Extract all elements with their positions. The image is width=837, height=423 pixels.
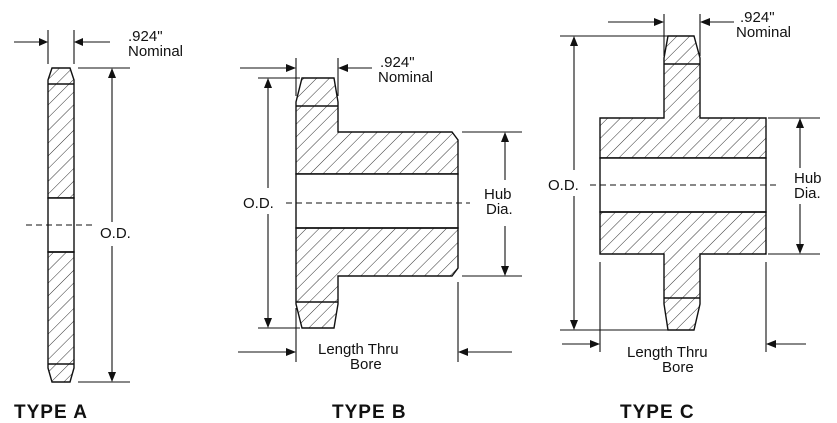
type-c-od-label: O.D. bbox=[548, 177, 579, 194]
type-c-upper-section bbox=[599, 35, 767, 159]
type-b-drawing bbox=[238, 58, 522, 362]
type-a-title: TYPE A bbox=[14, 402, 88, 423]
type-b-hub-label-1: Hub bbox=[484, 186, 512, 203]
type-c-hub-label-2: Dia. bbox=[794, 185, 821, 202]
type-b-hub-label-2: Dia. bbox=[486, 201, 513, 218]
type-b-upper-section bbox=[295, 77, 459, 175]
type-c-lower-section bbox=[599, 211, 767, 331]
type-a-thickness-value: .924" bbox=[128, 28, 163, 45]
type-b-length-label-1: Length Thru bbox=[318, 341, 399, 358]
type-b-bore bbox=[295, 173, 459, 229]
type-b-title: TYPE B bbox=[332, 402, 407, 423]
type-c-drawing bbox=[560, 14, 820, 352]
type-c-thickness-value: .924" bbox=[740, 9, 775, 26]
type-c-title: TYPE C bbox=[620, 402, 695, 423]
type-a-drawing bbox=[14, 30, 130, 383]
type-b-od-label: O.D. bbox=[243, 195, 274, 212]
type-b-lower-section bbox=[295, 227, 459, 329]
type-b-thickness-value: .924" bbox=[380, 54, 415, 71]
type-c-hub-label-1: Hub bbox=[794, 170, 822, 187]
type-a-thickness-note: Nominal bbox=[128, 43, 183, 60]
type-c-length-label-1: Length Thru bbox=[627, 344, 708, 361]
type-b-length-label-2: Bore bbox=[350, 356, 382, 373]
type-b-thickness-note: Nominal bbox=[378, 69, 433, 86]
type-c-length-label-2: Bore bbox=[662, 359, 694, 376]
type-a-plate-upper bbox=[47, 67, 75, 199]
type-a-plate-lower bbox=[47, 251, 75, 383]
type-a-od-label: O.D. bbox=[100, 225, 131, 242]
type-c-thickness-note: Nominal bbox=[736, 24, 791, 41]
